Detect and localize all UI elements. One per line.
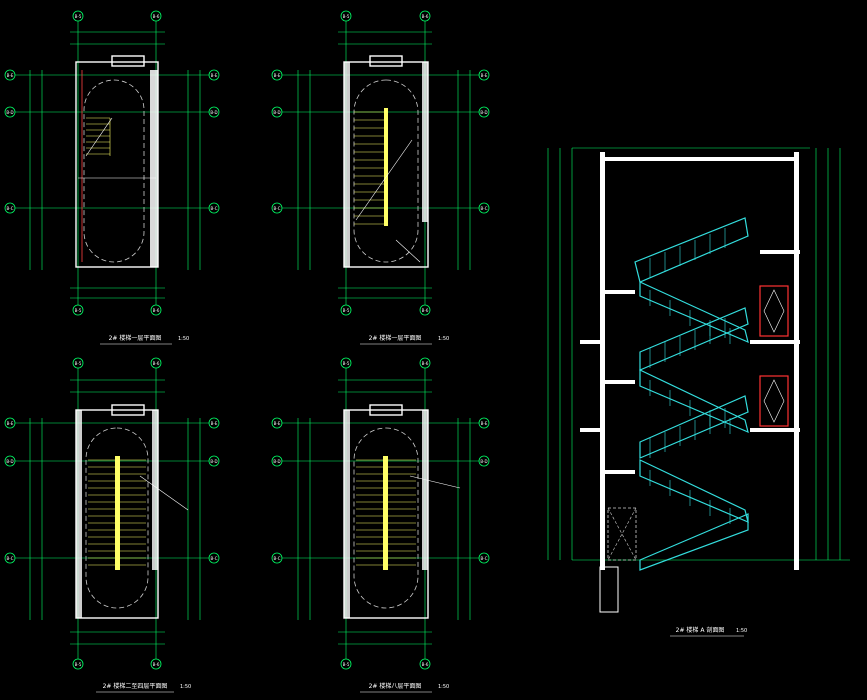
axis-label: B-E [481, 421, 488, 426]
door-swing [395, 239, 421, 263]
axis-label: B-5 [75, 308, 82, 313]
break-line [355, 139, 413, 221]
plan-eighth-floor: B-5 B-6 B-5 B-6 B-E B-D B-C B-E B-D B-C [271, 357, 490, 693]
landing [750, 340, 800, 344]
axis-label: B-E [274, 73, 281, 78]
axis-label: B-D [210, 459, 217, 464]
axis-label: B-D [480, 459, 487, 464]
plan-ground-floor: B-5 B-6 B-5 B-6 B-E B-D B-C B-E B-D B-C [4, 10, 220, 345]
dashed-outline [85, 427, 149, 609]
wall-thick [150, 70, 158, 267]
stair-section: 2# 楼梯 A 剖面图 1:50 [547, 147, 850, 637]
axis-label: B-C [481, 556, 488, 561]
axis-label: B-6 [422, 14, 429, 19]
axis-label: B-E [274, 421, 281, 426]
axis-label: B-E [211, 73, 218, 78]
axis-label: B-6 [153, 361, 160, 366]
landing [605, 470, 635, 474]
leader-line [139, 475, 189, 511]
window-symbol [763, 379, 785, 423]
plan-title: 2# 楼梯一层平面图 [109, 334, 162, 342]
axis-label: B-D [273, 459, 280, 464]
break-line [85, 117, 113, 157]
axis-label: B-5 [343, 14, 350, 19]
axis-label: B-E [481, 73, 488, 78]
axis-label: B-5 [343, 361, 350, 366]
section-wall-left [600, 152, 605, 570]
plan-title: 2# 楼梯八层平面图 [369, 682, 422, 690]
plan-title: 2# 楼梯二至四层平面图 [103, 682, 168, 690]
landing [605, 290, 635, 294]
wall-thick [422, 62, 428, 222]
plan-scale: 1:50 [180, 684, 191, 690]
window-opening [759, 375, 789, 427]
plan-typical-floor: B-5 B-6 B-5 B-6 B-E B-D B-C B-E B-D B-C [4, 357, 220, 693]
plan-first-floor: B-5 B-6 B-5 B-6 B-E B-D B-C B-E B-D B-C [271, 10, 490, 345]
section-scale: 1:50 [736, 628, 747, 634]
dimension-lines [547, 147, 850, 561]
dashed-outline [83, 79, 145, 263]
axis-label: B-6 [153, 14, 160, 19]
wall-thick [422, 410, 428, 570]
axis-label: B-C [274, 206, 281, 211]
dashed-outline [353, 427, 419, 609]
axis-label: B-5 [343, 308, 350, 313]
window-opening [759, 285, 789, 337]
wall-thick [76, 410, 82, 618]
baluster-lines [649, 228, 731, 524]
axis-label: B-5 [75, 361, 82, 366]
axis-label: B-D [6, 110, 13, 115]
axis-label: B-D [6, 459, 13, 464]
stair-flight [86, 117, 111, 156]
landing [760, 250, 800, 254]
axis-label: B-C [481, 206, 488, 211]
plan-scale: 1:50 [438, 684, 449, 690]
landing [605, 380, 635, 384]
dashed-outline [353, 79, 419, 263]
wall-thick [152, 410, 158, 570]
axis-label: B-D [480, 110, 487, 115]
floor-slab [580, 340, 604, 344]
wall-thick [344, 62, 350, 267]
axis-label: B-D [273, 110, 280, 115]
axis-label: B-C [7, 556, 14, 561]
window-symbol [763, 289, 785, 333]
axis-label: B-C [7, 206, 14, 211]
axis-label: B-6 [153, 662, 160, 667]
landing [750, 428, 800, 432]
axis-label: B-5 [75, 14, 82, 19]
axis-label: B-E [7, 421, 14, 426]
axis-label: B-6 [422, 662, 429, 667]
section-wall-right [794, 152, 799, 570]
axis-label: B-C [211, 556, 218, 561]
section-title: 2# 楼梯 A 剖面图 [676, 626, 725, 634]
axis-label: B-6 [422, 308, 429, 313]
plan-title: 2# 楼梯一层平面图 [369, 334, 422, 342]
axis-label: B-E [211, 421, 218, 426]
axis-label: B-6 [422, 361, 429, 366]
axis-label: B-D [210, 110, 217, 115]
wall-thick [344, 410, 350, 618]
stair-handrail [384, 108, 388, 226]
roof-slab [600, 157, 799, 161]
axis-label: B-5 [343, 662, 350, 667]
plan-scale: 1:50 [438, 336, 449, 342]
plan-scale: 1:50 [178, 336, 189, 342]
axis-label: B-6 [153, 308, 160, 313]
axis-label: B-C [274, 556, 281, 561]
floor-slab [580, 428, 604, 432]
stair-handrail [115, 456, 120, 570]
leader-line [409, 475, 461, 489]
axis-label: B-E [7, 73, 14, 78]
footing [599, 566, 619, 613]
axis-label: B-C [211, 206, 218, 211]
axis-label: B-5 [75, 662, 82, 667]
stair-handrail [383, 456, 388, 570]
stair-railings [639, 513, 749, 571]
